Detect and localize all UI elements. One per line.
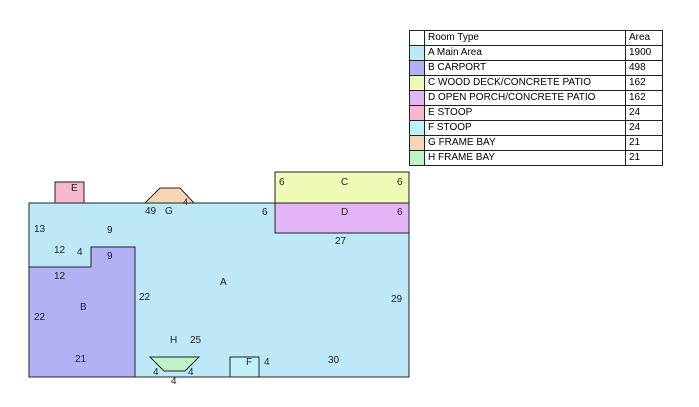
legend-header-room-type: Room Type [424,30,626,46]
room-f-stoop [229,356,260,378]
legend-room-name: STOOP [437,107,473,118]
legend-area: 24 [625,105,663,121]
dim-main-left-22: 22 [139,292,151,303]
label-h: H [170,335,177,346]
legend-room-type: E STOOP [424,105,626,121]
legend-swatch [409,150,425,166]
label-f: F [246,357,252,368]
dim-main-top-left: 13 [34,224,46,235]
legend-area: 498 [625,60,663,76]
legend-room-code: E [428,107,435,118]
legend-room-code: D [428,92,436,103]
dim-carport-bottom-21: 21 [75,354,87,365]
room-e-stoop [54,181,85,204]
legend-room-name: FRAME BAY [438,152,496,163]
dim-c-right-6: 6 [397,177,403,188]
dim-g-side-4: 4 [183,197,188,207]
dim-h-left-4: 4 [153,367,159,378]
dim-carport-left-22: 22 [34,312,46,323]
legend-header-row: Room Type Area [409,30,663,46]
legend-room-name: STOOP [436,122,472,133]
legend-area: 21 [625,150,663,166]
dim-h-right-4: 4 [188,367,194,378]
dim-f-side-4: 4 [264,357,270,368]
legend-room-type: A Main Area [424,45,626,61]
label-d: D [341,207,348,218]
dim-c-left-6: 6 [279,177,285,188]
dim-main-top-6: 6 [262,207,268,218]
room-g-frame-bay [143,187,196,204]
dim-main-right-29: 29 [391,294,403,305]
label-b: B [80,302,87,313]
legend-area: 162 [625,90,663,106]
room-b-carport [28,246,136,378]
legend-room-code: H [428,152,436,163]
legend-swatch [409,45,425,61]
legend-room-type: F STOOP [424,120,626,136]
dim-main-bottom-30: 30 [328,355,340,366]
legend-room-type: B CARPORT [424,60,626,76]
room-c-wood-deck [274,171,410,204]
legend-room-type: H FRAME BAY [424,150,626,166]
dim-h-bottom-4: 4 [171,376,177,387]
legend-room-name: CARPORT [437,62,487,73]
legend-room-code: C [428,77,436,88]
dim-d-right-6: 6 [397,207,403,218]
legend-room-code: G [428,137,436,148]
legend-area: 162 [625,75,663,91]
dim-main-notch-12: 12 [54,245,66,256]
legend-room-name: OPEN PORCH/CONCRETE PATIO [438,92,596,103]
legend-header-area: Area [625,30,663,46]
legend-room-code: B [428,62,435,73]
legend-swatch [409,90,425,106]
legend-room-code: F [428,122,435,133]
dim-main-top-49: 49 [145,206,157,217]
label-a: A [220,277,227,288]
dim-main-bottom-25: 25 [190,335,202,346]
label-c: C [341,177,348,188]
legend-area: 21 [625,135,663,151]
room-h-frame-bay [148,356,201,372]
legend-room-type: C WOOD DECK/CONCRETE PATIO [424,75,626,91]
legend-swatch [409,75,425,91]
legend-swatch [409,60,425,76]
label-e: E [71,183,78,194]
legend-room-code: A [428,47,435,58]
legend-swatch [409,120,425,136]
dim-main-notch-4: 4 [77,247,83,258]
dim-main-under-d-27: 27 [335,236,347,247]
dim-main-notch-9-lower: 9 [107,251,113,262]
dim-carport-top-12: 12 [54,271,66,282]
legend-header-swatch [409,30,425,46]
legend-room-type: D OPEN PORCH/CONCRETE PATIO [424,90,626,106]
legend-room-type: G FRAME BAY [424,135,626,151]
legend-swatch [409,105,425,121]
legend-room-name: FRAME BAY [438,137,496,148]
label-g: G [165,206,173,217]
legend-area: 24 [625,120,663,136]
dim-main-notch-9-upper: 9 [107,225,113,236]
room-d-open-porch [274,202,410,234]
legend-room-name: Main Area [436,47,482,58]
legend-area: 1900 [625,45,663,61]
legend-swatch [409,135,425,151]
legend-room-name: WOOD DECK/CONCRETE PATIO [438,77,591,88]
